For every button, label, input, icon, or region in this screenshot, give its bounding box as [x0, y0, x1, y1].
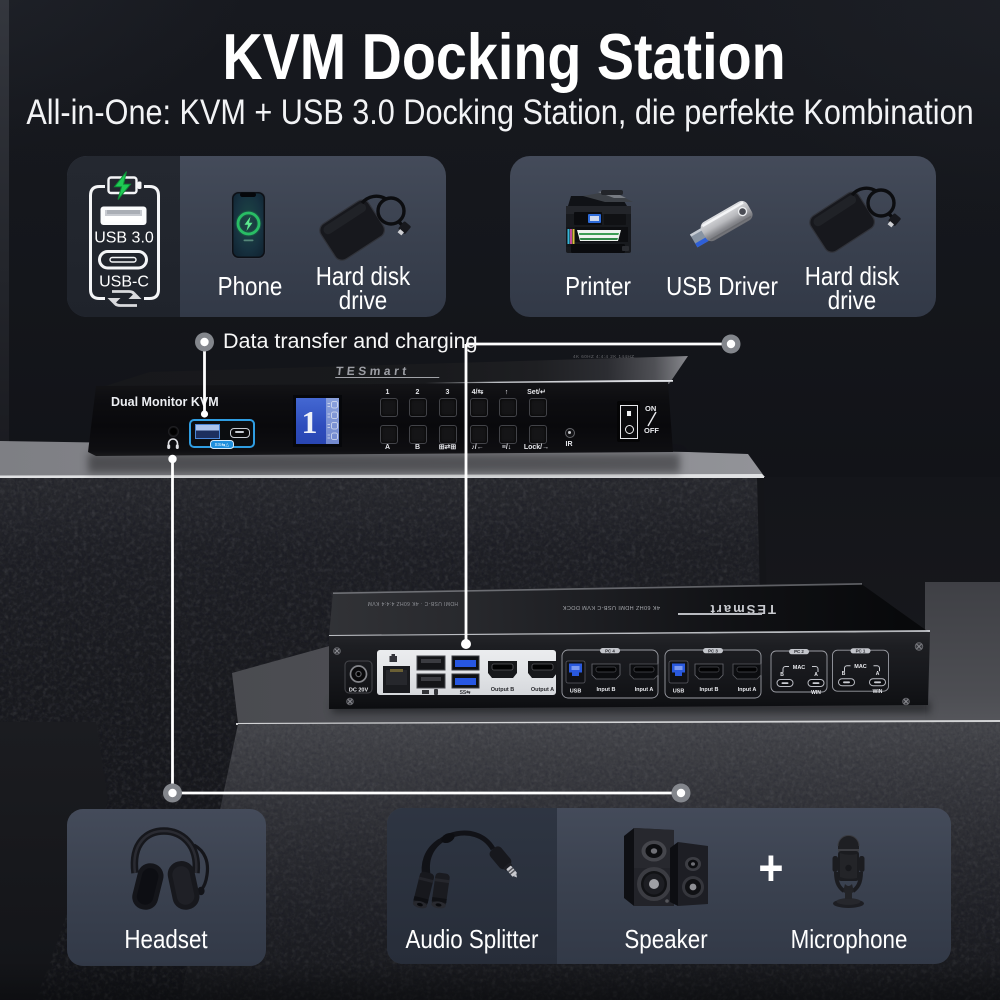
svg-text:USB-C: USB-C [99, 274, 149, 291]
svg-text:MAC: MAC [793, 665, 806, 671]
svg-text:MAC: MAC [854, 664, 867, 670]
svg-text:PC 3: PC 3 [708, 648, 718, 653]
svg-text:A: A [814, 672, 818, 678]
svg-text:B: B [780, 672, 784, 678]
svg-text:B: B [842, 671, 846, 677]
svg-text:WIN: WIN [873, 689, 883, 695]
svg-text:Output B: Output B [491, 687, 515, 693]
svg-text:SS⇆: SS⇆ [460, 689, 472, 696]
svg-text:A: A [876, 671, 880, 677]
svg-text:Output A: Output A [531, 687, 554, 693]
svg-text:PC 1: PC 1 [856, 648, 866, 653]
svg-text:Input B: Input B [597, 687, 616, 693]
svg-text:DC 20V: DC 20V [349, 688, 369, 694]
svg-text:USB 3.0: USB 3.0 [94, 230, 154, 247]
svg-text:WIN: WIN [811, 690, 821, 696]
svg-text:Input A: Input A [635, 687, 654, 693]
svg-text:USB: USB [570, 689, 582, 695]
svg-text:Input A: Input A [738, 687, 757, 693]
svg-text:PC 2: PC 2 [794, 649, 804, 654]
svg-text:Input B: Input B [700, 687, 719, 693]
svg-text:PC 4: PC 4 [605, 648, 615, 653]
svg-text:USB: USB [673, 689, 685, 695]
